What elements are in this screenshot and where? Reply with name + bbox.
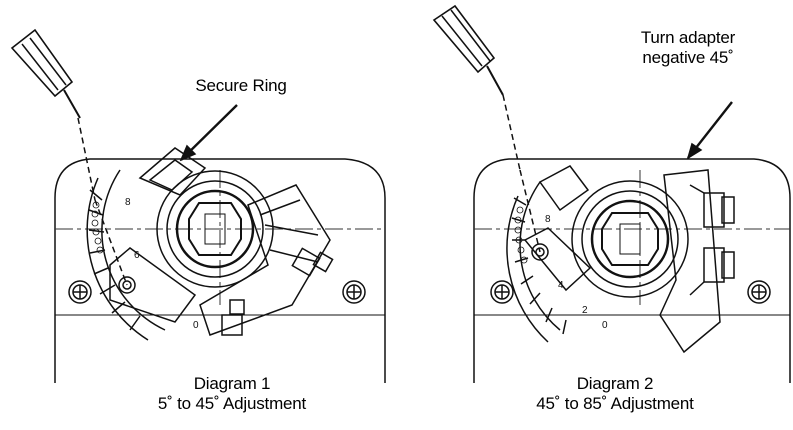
- adapter-clamp-icon: [199, 184, 334, 336]
- mounting-screw-icon: [490, 280, 514, 304]
- scale-label-8: 8: [125, 197, 131, 208]
- secure-ring-label: Secure Ring: [195, 76, 287, 95]
- adjuster-bracket: [523, 165, 592, 292]
- turn-adapter-label: Turn adapter negative 45˚: [618, 28, 758, 67]
- angle-scale: [86, 169, 166, 341]
- diagram-2-caption: Diagram 2 45˚ to 85˚ Adjustment: [500, 374, 730, 414]
- screwdriver-icon: [10, 28, 128, 286]
- adjuster-bracket: [109, 147, 207, 323]
- diagram-1: 8 6 0: [10, 28, 386, 383]
- scale-label-0: 0: [602, 320, 608, 331]
- actuator-housing: [54, 158, 386, 383]
- diagram-2-title: Diagram 2: [576, 374, 654, 393]
- diagram-1-title: Diagram 1: [193, 374, 271, 393]
- diagram-2-subtitle: 45˚ to 85˚ Adjustment: [536, 394, 694, 414]
- scale-label-2: 2: [582, 305, 588, 316]
- diagram-1-caption: Diagram 1 5˚ to 45˚ Adjustment: [117, 374, 347, 414]
- actuator-housing: [473, 158, 791, 383]
- adapter-clamp-icon: [659, 169, 735, 354]
- scale-label-6: 6: [134, 250, 140, 261]
- scale-label-0: 0: [193, 320, 199, 331]
- turn-adapter-line-1: Turn adapter: [640, 28, 736, 47]
- scale-label-8: 8: [545, 214, 551, 225]
- secure-ring-callout-arrow: [179, 104, 238, 162]
- secure-ring-icon: [156, 170, 274, 288]
- scale-label-4: 4: [558, 280, 564, 291]
- diagram-2: 8 4 2 0: [432, 4, 791, 383]
- angle-scale: [506, 181, 567, 343]
- mounting-screw-icon: [342, 280, 366, 304]
- diagram-1-subtitle: 5˚ to 45˚ Adjustment: [157, 394, 307, 414]
- screwdriver-icon: [432, 4, 541, 253]
- mounting-screw-icon: [68, 280, 92, 304]
- turn-adapter-line-2: negative 45˚: [642, 47, 734, 67]
- adapter-callout-arrow: [686, 101, 733, 160]
- mounting-screw-icon: [747, 280, 771, 304]
- secure-ring-icon: [571, 180, 689, 298]
